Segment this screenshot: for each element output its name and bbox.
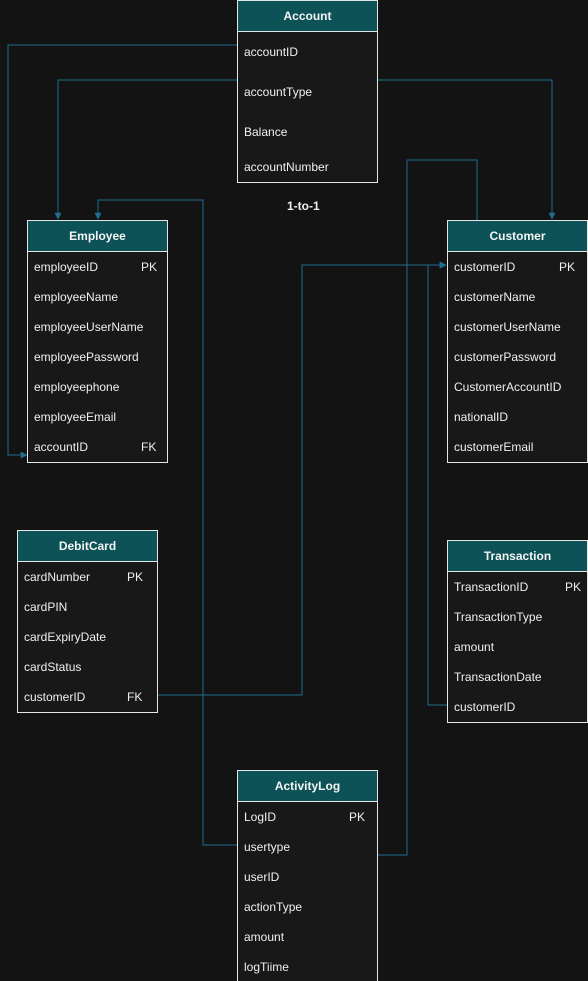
- entity-row[interactable]: TransactionDate: [448, 662, 587, 692]
- field-name: TransactionID: [454, 580, 529, 594]
- field-name: customerID: [454, 260, 516, 274]
- entity-row[interactable]: employeeEmail: [28, 402, 167, 432]
- entity-title: Transaction: [448, 541, 587, 572]
- entity-row[interactable]: actionType: [238, 892, 377, 922]
- link-account-employee-fk[interactable]: [7, 44, 237, 459]
- entity-row[interactable]: TransactionType: [448, 602, 587, 632]
- key-badge: PK: [141, 260, 158, 274]
- entity-title: Account: [238, 1, 377, 32]
- field-name: customerID: [24, 690, 86, 704]
- entity-row[interactable]: employeephone: [28, 372, 167, 402]
- field-name: accountType: [244, 85, 313, 99]
- entity-row[interactable]: customerID FK: [18, 682, 157, 712]
- key-badge: FK: [127, 690, 143, 704]
- field-name: TransactionType: [454, 610, 543, 624]
- field-name: cardPIN: [24, 600, 68, 614]
- entity-row[interactable]: accountType: [238, 72, 377, 112]
- entity-row[interactable]: cardStatus: [18, 652, 157, 682]
- entity-row[interactable]: employeePassword: [28, 342, 167, 372]
- field-name: cardNumber: [24, 570, 91, 584]
- field-name: employeeEmail: [34, 410, 117, 424]
- entity-row[interactable]: customerEmail: [448, 432, 587, 462]
- link-debitcard-customer[interactable]: [158, 261, 447, 696]
- field-name: accountID: [244, 45, 299, 59]
- entity-row[interactable]: cardNumber PK: [18, 562, 157, 592]
- field-name: TransactionDate: [454, 670, 542, 684]
- field-name: employeeID: [34, 260, 99, 274]
- field-name: employeeName: [34, 290, 119, 304]
- entity-row[interactable]: LogID PK: [238, 802, 377, 832]
- field-name: nationalID: [454, 410, 509, 424]
- entity-customer[interactable]: Customer customerID PK customerName customer…: [447, 220, 588, 463]
- field-name: employeePassword: [34, 350, 139, 364]
- field-name: LogID: [244, 810, 277, 824]
- link-activitylog-employee[interactable]: [94, 199, 237, 846]
- entity-row[interactable]: CustomerAccountIDFK: [448, 372, 587, 402]
- key-badge: PK: [565, 580, 582, 594]
- entity-row[interactable]: logTiime: [238, 952, 377, 981]
- field-name: cardStatus: [24, 660, 82, 674]
- entity-debitcard[interactable]: DebitCard cardNumber PK cardPIN cardExpiryDa…: [17, 530, 158, 713]
- field-name: accountNumber: [244, 160, 329, 174]
- entity-row[interactable]: customerUserName: [448, 312, 587, 342]
- entity-row[interactable]: customerID PK: [448, 252, 587, 282]
- link-transaction-customer[interactable]: [427, 261, 447, 706]
- field-name: actionType: [244, 900, 303, 914]
- entity-row[interactable]: customerName: [448, 282, 587, 312]
- entity-row[interactable]: cardExpiryDate: [18, 622, 157, 652]
- key-badge: PK: [349, 810, 366, 824]
- field-name: accountID: [34, 440, 89, 454]
- entity-employee[interactable]: Employee employeeID PK employeeName employee…: [27, 220, 168, 463]
- field-name: customerUserName: [454, 320, 561, 334]
- key-badge: PK: [127, 570, 144, 584]
- entity-row[interactable]: accountNumber: [238, 152, 377, 182]
- entity-row[interactable]: Balance: [238, 112, 377, 152]
- entity-row[interactable]: cardPIN: [18, 592, 157, 622]
- link-customer-activitylog[interactable]: [338, 159, 478, 856]
- entity-title: ActivityLog: [238, 771, 377, 802]
- entity-row[interactable]: employeeID PK: [28, 252, 167, 282]
- key-badge: FK: [141, 440, 157, 454]
- field-name: usertype: [244, 840, 291, 854]
- entity-title: Customer: [448, 221, 587, 252]
- field-name: amount: [454, 640, 495, 654]
- field-name: customerEmail: [454, 440, 534, 454]
- entity-title: Employee: [28, 221, 167, 252]
- entity-row[interactable]: TransactionID PK: [448, 572, 587, 602]
- entity-row[interactable]: amount: [238, 922, 377, 952]
- link-accounttype-employee[interactable]: [54, 79, 237, 220]
- entity-title: DebitCard: [18, 531, 157, 562]
- field-name: employeephone: [34, 380, 120, 394]
- relationship-label: 1-to-1: [287, 199, 320, 213]
- entity-row[interactable]: userID: [238, 862, 377, 892]
- field-name: CustomerAccountID: [454, 380, 562, 394]
- field-name: userID: [244, 870, 280, 884]
- entity-row[interactable]: employeeUserName: [28, 312, 167, 342]
- entity-row[interactable]: accountID FK: [28, 432, 167, 462]
- field-name: customerName: [454, 290, 536, 304]
- field-name: cardExpiryDate: [24, 630, 107, 644]
- entity-row[interactable]: amount: [448, 632, 587, 662]
- key-badge: PK: [559, 260, 576, 274]
- entity-row[interactable]: usertype: [238, 832, 377, 862]
- entity-row[interactable]: nationalID: [448, 402, 587, 432]
- entity-row[interactable]: customerPassword: [448, 342, 587, 372]
- field-name: customerID: [454, 700, 516, 714]
- field-name: employeeUserName: [34, 320, 144, 334]
- entity-row[interactable]: customerID: [448, 692, 587, 722]
- field-name: amount: [244, 930, 285, 944]
- field-name: logTiime: [244, 960, 289, 974]
- link-accounttype-customer[interactable]: [378, 79, 556, 220]
- entity-row[interactable]: employeeName: [28, 282, 167, 312]
- entity-row[interactable]: accountID: [238, 32, 377, 72]
- field-name: customerPassword: [454, 350, 557, 364]
- field-name: Balance: [244, 125, 288, 139]
